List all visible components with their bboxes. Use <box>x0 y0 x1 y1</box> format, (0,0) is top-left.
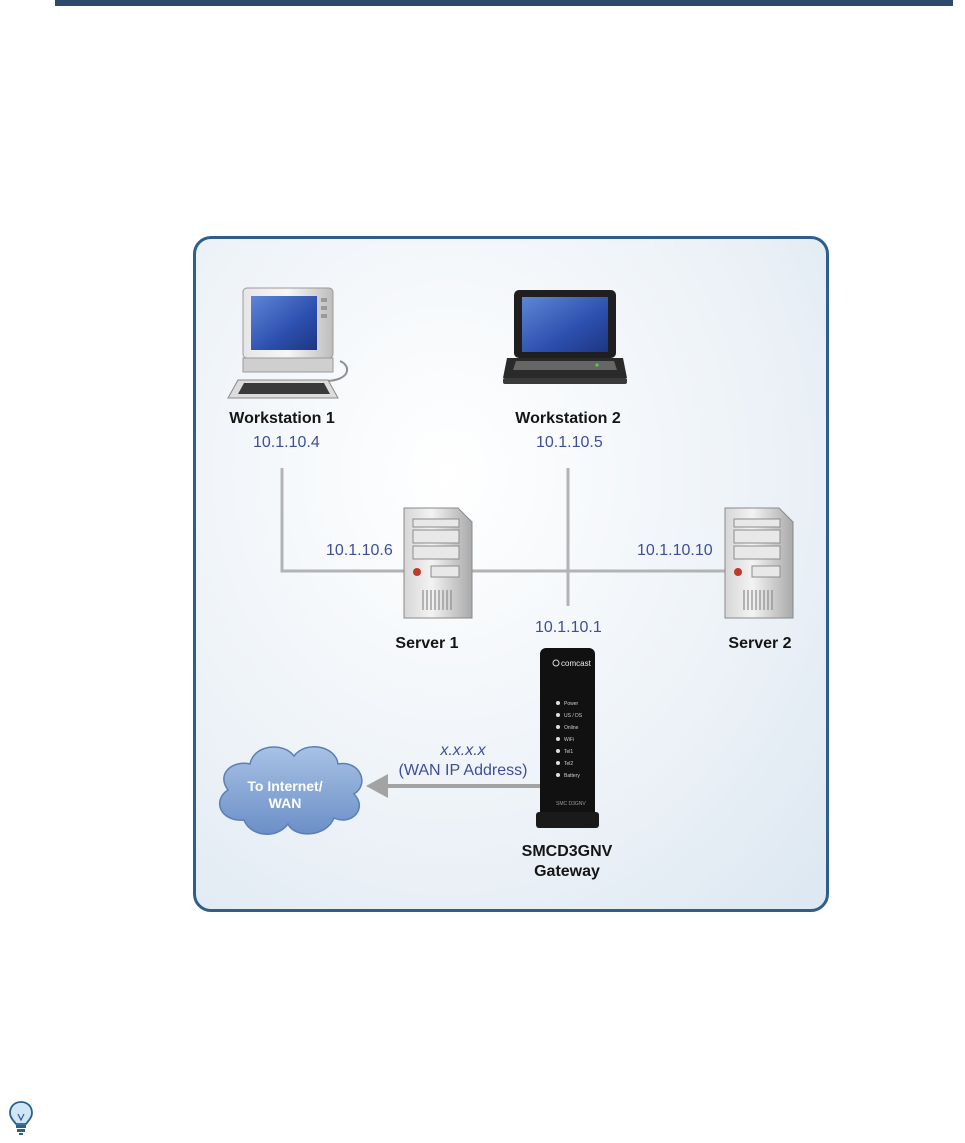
gateway-ip: 10.1.10.1 <box>535 619 602 637</box>
lightbulb-icon <box>8 1100 34 1136</box>
server-tower-icon <box>725 508 793 618</box>
laptop-icon <box>503 290 627 384</box>
server-tower-icon <box>404 508 472 618</box>
internet-label-line2: WAN <box>225 795 345 812</box>
gateway-brand: comcast <box>561 659 592 668</box>
gateway-led-icon <box>556 737 560 741</box>
workstation2-label: Workstation 2 <box>503 410 633 428</box>
server1-label: Server 1 <box>384 635 470 653</box>
gateway-led-icon <box>556 713 560 717</box>
gateway-led-label: Tel1 <box>564 749 573 755</box>
server2-ip: 10.1.10.10 <box>637 542 713 560</box>
gateway-modem-icon: comcast Power US / DS OnlineWiFiTel1Tel2Ba… <box>536 648 599 828</box>
gateway-label-line1: SMCD3GNV <box>492 842 642 862</box>
connection-lines <box>282 468 727 606</box>
gateway-led-label: Online <box>564 725 579 731</box>
gateway-led-label: Battery <box>564 773 580 779</box>
gateway-led-icon <box>556 749 560 753</box>
desktop-computer-icon <box>228 288 347 398</box>
gateway-label-line2: Gateway <box>492 862 642 882</box>
internet-label: To Internet/ WAN <box>225 778 345 812</box>
gateway-led-icon <box>556 761 560 765</box>
gateway-led-icon <box>556 701 560 705</box>
gateway-label: SMCD3GNV Gateway <box>492 842 642 882</box>
gateway-led-label: US / DS <box>564 713 583 719</box>
gateway-model-text: SMC D3GNV <box>556 801 586 807</box>
gateway-led-icon <box>556 725 560 729</box>
workstation1-ip: 10.1.10.4 <box>253 434 320 452</box>
server1-ip: 10.1.10.6 <box>326 542 393 560</box>
gateway-led-label: WiFi <box>564 737 574 743</box>
internet-label-line1: To Internet/ <box>225 778 345 795</box>
server2-label: Server 2 <box>717 635 803 653</box>
wan-caption: (WAN IP Address) <box>393 762 533 780</box>
gateway-led-label: Tel2 <box>564 761 573 767</box>
wan-address: x.x.x.x <box>393 742 533 760</box>
workstation2-ip: 10.1.10.5 <box>536 434 603 452</box>
workstation1-label: Workstation 1 <box>217 410 347 428</box>
gateway-led-label: Power <box>564 701 579 707</box>
gateway-led-icon <box>556 773 560 777</box>
